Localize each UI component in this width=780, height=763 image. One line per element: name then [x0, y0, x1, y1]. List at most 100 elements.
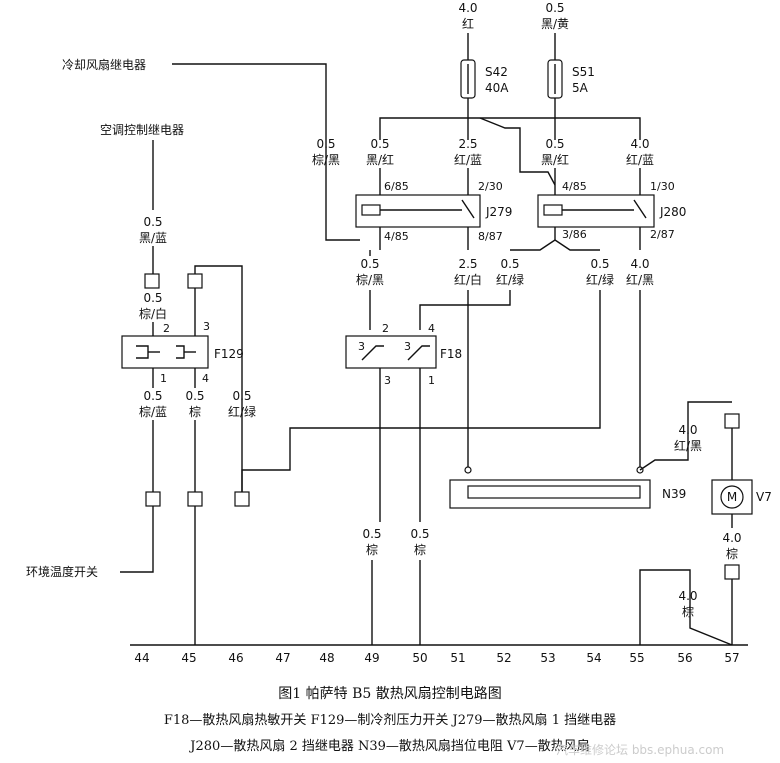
bus-number-52: 52 — [496, 651, 511, 665]
fan-motor-v7: M V7 4.0 棕 — [711, 413, 772, 580]
j279-body — [355, 194, 481, 228]
f18-pin-3: 3 — [384, 374, 391, 387]
w17-size: 0.5 — [362, 527, 381, 541]
s42-amps: 40A — [485, 81, 509, 95]
w2-size: 0.5 — [370, 137, 389, 151]
w20-color: 棕 — [682, 604, 694, 619]
ac-control-relay-label: 空调控制继电器 — [100, 123, 184, 137]
ambient-temp-switch-label: 环境温度开关 — [26, 564, 98, 579]
s51-wire-size: 0.5 — [545, 1, 564, 15]
w9-color: 红/白 — [454, 272, 482, 287]
f18-label: F18 — [440, 347, 462, 361]
wire-55-ground — [639, 569, 733, 646]
w7-size: 0.5 — [143, 291, 162, 305]
bus-number-54: 54 — [586, 651, 601, 665]
s51-amps: 5A — [572, 81, 589, 95]
legend-line-2: J280—散热风扇 2 挡继电器 N39—散热风扇挡位电阻 V7—散热风扇 — [188, 738, 589, 754]
w3-size: 2.5 — [458, 137, 477, 151]
f129-label: F129 — [214, 347, 244, 361]
bus-number-55: 55 — [629, 651, 644, 665]
f129-pin-3: 3 — [203, 320, 210, 333]
f18-body — [345, 335, 437, 369]
j279-pin-2: 2/30 — [478, 180, 503, 193]
w4-color: 黑/红 — [541, 152, 569, 167]
j279-coil — [361, 204, 381, 216]
fuse-s42: 4.0 红 S42 40A — [458, 1, 509, 112]
f129-pin-4: 4 — [202, 372, 209, 385]
bus-number-50: 50 — [412, 651, 427, 665]
v7-motor-circle — [720, 485, 744, 509]
w20-size: 4.0 — [678, 589, 697, 603]
bus-number-46: 46 — [228, 651, 243, 665]
wire-n39-to-v7 — [639, 401, 732, 471]
f18-pin-1: 1 — [428, 374, 435, 387]
n39-element — [467, 485, 641, 499]
connector-f129-top-left — [144, 273, 160, 289]
s42-wire-size: 4.0 — [458, 1, 477, 15]
w3-color: 红/蓝 — [454, 152, 482, 167]
w13-color: 棕/蓝 — [139, 404, 167, 419]
w7-color: 棕/白 — [139, 306, 167, 321]
w14-size: 0.5 — [185, 389, 204, 403]
s51-name: S51 — [572, 65, 595, 79]
w18-color: 棕 — [414, 542, 426, 557]
wire-s42-to-j280-1 — [468, 117, 641, 140]
wire-cooling-relay — [172, 63, 360, 241]
w8-color: 棕/黑 — [356, 272, 384, 287]
w16-size: 4.0 — [678, 423, 697, 437]
resistor-n39: N39 — [449, 466, 686, 509]
f129-body — [121, 335, 209, 369]
wire-j280-3-to-f18-4 — [419, 290, 511, 330]
n39-body — [449, 479, 651, 509]
connector-44 — [145, 491, 161, 507]
s42-wire-color: 红 — [462, 16, 474, 31]
wire-j280-3-left — [510, 239, 556, 251]
j280-body — [537, 194, 655, 228]
w9-size: 2.5 — [458, 257, 477, 271]
legend-line-1: F18—散热风扇热敏开关 F129—制冷剂压力开关 J279—散热风扇 1 挡继… — [164, 712, 616, 728]
wire-s51-cross — [479, 117, 556, 186]
f129-pin-2: 2 — [163, 322, 170, 335]
bus-number-53: 53 — [540, 651, 555, 665]
w15-color: 红/绿 — [228, 404, 256, 419]
w16-color: 红/黑 — [674, 438, 702, 453]
w19-size: 4.0 — [722, 531, 741, 545]
v7-connector-top — [724, 413, 740, 429]
f18-inner-3a: 3 — [358, 340, 365, 353]
w17-color: 棕 — [366, 542, 378, 557]
n39-label: N39 — [662, 487, 686, 501]
switch-f18: 2 4 3 3 F18 3 1 — [345, 322, 462, 388]
bus-number-48: 48 — [319, 651, 334, 665]
bus-number-51: 51 — [450, 651, 465, 665]
f18-pin-2: 2 — [382, 322, 389, 335]
w10-color: 红/绿 — [496, 272, 524, 287]
w5-size: 4.0 — [630, 137, 649, 151]
f18-pin-4: 4 — [428, 322, 435, 335]
w4-size: 0.5 — [545, 137, 564, 151]
j280-pin-1: 1/30 — [650, 180, 675, 193]
wire-j280-3-to-f129-3 — [241, 290, 601, 492]
w19-color: 棕 — [726, 546, 738, 561]
j280-label: J280 — [659, 205, 686, 219]
connector-46 — [234, 491, 250, 507]
j280-pin-4: 4/85 — [562, 180, 587, 193]
w1-color: 棕/黑 — [312, 152, 340, 167]
w6-color: 黑/蓝 — [139, 231, 167, 245]
w12-size: 4.0 — [630, 257, 649, 271]
w1-size: 0.5 — [316, 137, 335, 151]
j280-pin-2: 2/87 — [650, 228, 675, 241]
w14-color: 棕 — [189, 404, 201, 419]
bus-number-49: 49 — [364, 651, 379, 665]
w13-size: 0.5 — [143, 389, 162, 403]
v7-label: V7 — [756, 490, 772, 504]
j279-pin-4: 4/85 — [384, 230, 409, 243]
j280-coil — [543, 204, 563, 216]
figure-title: 图1 帕萨特 B5 散热风扇控制电路图 — [278, 686, 501, 702]
switch-f129: 2 3 F129 1 4 — [121, 288, 244, 388]
j279-pin-8: 8/87 — [478, 230, 503, 243]
fuse-s51: 0.5 黑/黄 S51 5A — [541, 1, 595, 112]
connector-f129-top-right — [187, 273, 203, 289]
bus-number-57: 57 — [724, 651, 739, 665]
